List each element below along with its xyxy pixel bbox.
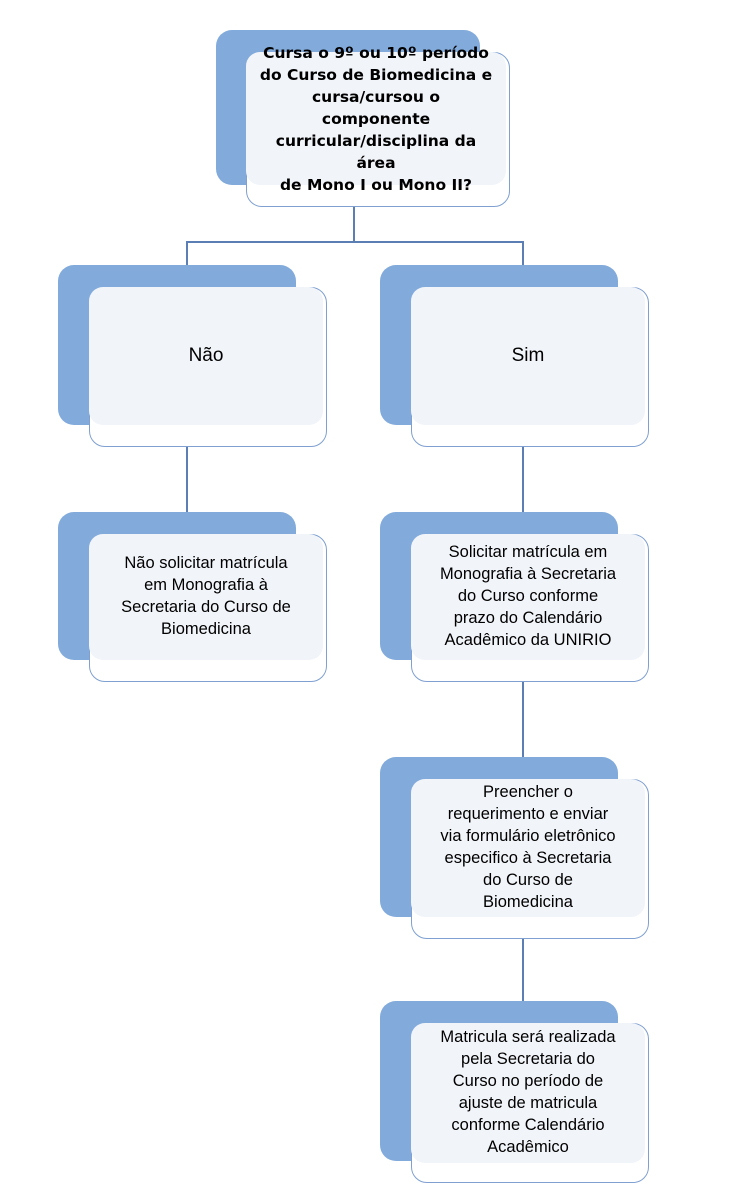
connector-outcome-to-preencher: [522, 660, 524, 762]
node-panel: Cursa o 9º ou 10º período do Curso de Bi…: [246, 44, 506, 194]
connector-to-nao: [186, 241, 188, 269]
node-branch-no-label: Não: [188, 345, 224, 367]
node-panel: Não: [89, 287, 323, 425]
node-question-label: Cursa o 9º ou 10º período do Curso de Bi…: [259, 43, 493, 194]
connector-preencher-to-matricula: [522, 917, 524, 1007]
node-step-form-label: Preencher o requerimento e enviar via fo…: [440, 783, 616, 911]
node-panel: Não solicitar matrícula em Monografia à …: [89, 534, 323, 660]
connector-nao-to-outcome: [186, 425, 188, 517]
connector-sim-to-outcome: [522, 425, 524, 517]
node-panel: Sim: [411, 287, 645, 425]
connector-question-down: [353, 185, 355, 242]
node-panel: Solicitar matrícula em Monografia à Secr…: [411, 534, 645, 660]
node-branch-yes-label: Sim: [511, 345, 545, 367]
node-outcome-yes-label: Solicitar matrícula em Monografia à Secr…: [439, 543, 617, 649]
connector-to-sim: [522, 241, 524, 269]
connector-split-bar: [186, 241, 524, 243]
node-outcome-no-label: Não solicitar matrícula em Monografia à …: [121, 554, 291, 638]
node-panel: Preencher o requerimento e enviar via fo…: [411, 779, 645, 917]
node-step-final-label: Matricula será realizada pela Secretaria…: [440, 1028, 616, 1156]
node-panel: Matricula será realizada pela Secretaria…: [411, 1023, 645, 1163]
